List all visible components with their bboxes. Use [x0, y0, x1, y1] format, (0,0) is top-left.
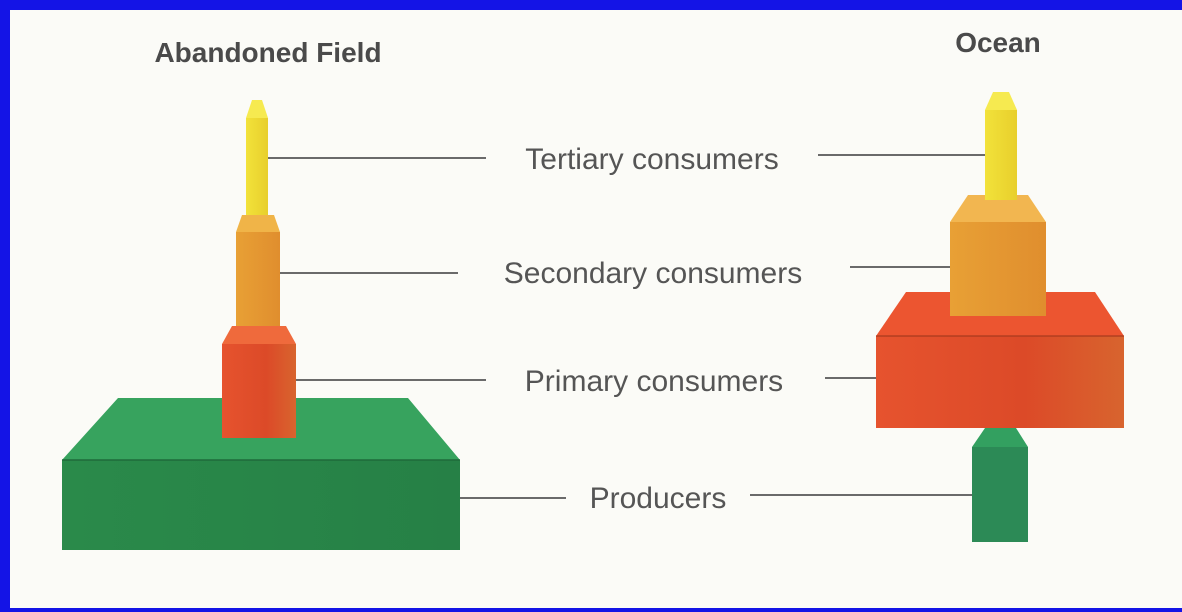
abandoned-field-title: Abandoned Field [154, 37, 381, 68]
primary-consumers-label: Primary consumers [525, 365, 783, 398]
leader-lines [268, 154, 985, 499]
field-primary-block [222, 326, 296, 438]
producers-label: Producers [590, 482, 727, 515]
ocean-tertiary-block [985, 92, 1017, 200]
ocean-secondary-block [950, 195, 1046, 316]
ocean-title: Ocean [955, 27, 1041, 58]
ocean-producers-block [972, 428, 1028, 542]
field-tertiary-block [246, 100, 268, 215]
tertiary-consumers-label: Tertiary consumers [525, 143, 778, 176]
secondary-consumers-label: Secondary consumers [504, 257, 802, 290]
field-secondary-block [236, 215, 280, 326]
